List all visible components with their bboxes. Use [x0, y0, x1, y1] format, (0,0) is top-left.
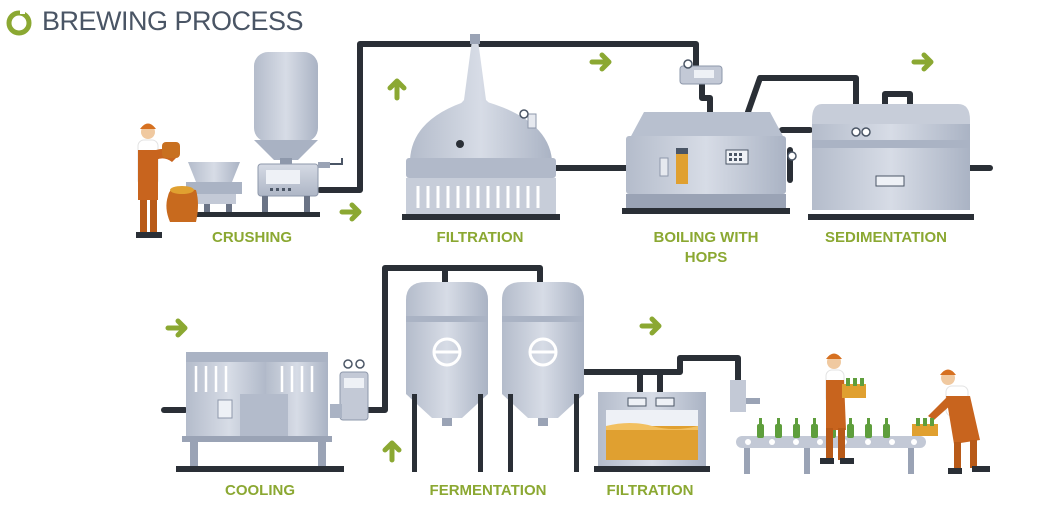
- arrow-right-icon: [639, 316, 662, 336]
- arrow-right-icon: [589, 52, 612, 72]
- page-title: BREWING PROCESS: [42, 6, 304, 36]
- filtration-unit-2: [594, 392, 710, 472]
- sedimentation-tank: [808, 104, 974, 220]
- cooling-unit: [176, 352, 369, 472]
- step-label-sedimentation: SEDIMENTATION: [825, 229, 947, 246]
- arrow-right-icon: [165, 318, 188, 338]
- arrow-right-icon: [911, 52, 934, 72]
- step-label-crushing: CRUSHING: [211, 229, 292, 246]
- worker-icon: [912, 369, 990, 474]
- fermentation-tank-1: [406, 282, 488, 472]
- pipes-row-2: [161, 265, 741, 413]
- arrow-right-icon: [339, 202, 362, 222]
- step-label-filtration-1: FILTRATION: [436, 229, 524, 246]
- step-label-fermentation: FERMENTATION: [429, 482, 547, 499]
- fermentation-tank-2: [502, 282, 584, 472]
- worker-icon: [820, 353, 866, 464]
- step-label-cooling: COOLING: [225, 482, 295, 499]
- boiling-kettle: [622, 59, 797, 214]
- crushing-machine: [166, 52, 343, 222]
- arrow-up-icon: [382, 440, 402, 463]
- step-label-boiling: BOILING WITH HOPS: [653, 229, 759, 266]
- ring-logo-icon: [6, 8, 32, 36]
- worker-icon: [136, 123, 180, 238]
- lauter-tun: [402, 34, 560, 220]
- step-label-filtration-2: FILTRATION: [606, 482, 694, 499]
- arrow-up-icon: [387, 78, 407, 101]
- bottle-icon: [757, 418, 890, 438]
